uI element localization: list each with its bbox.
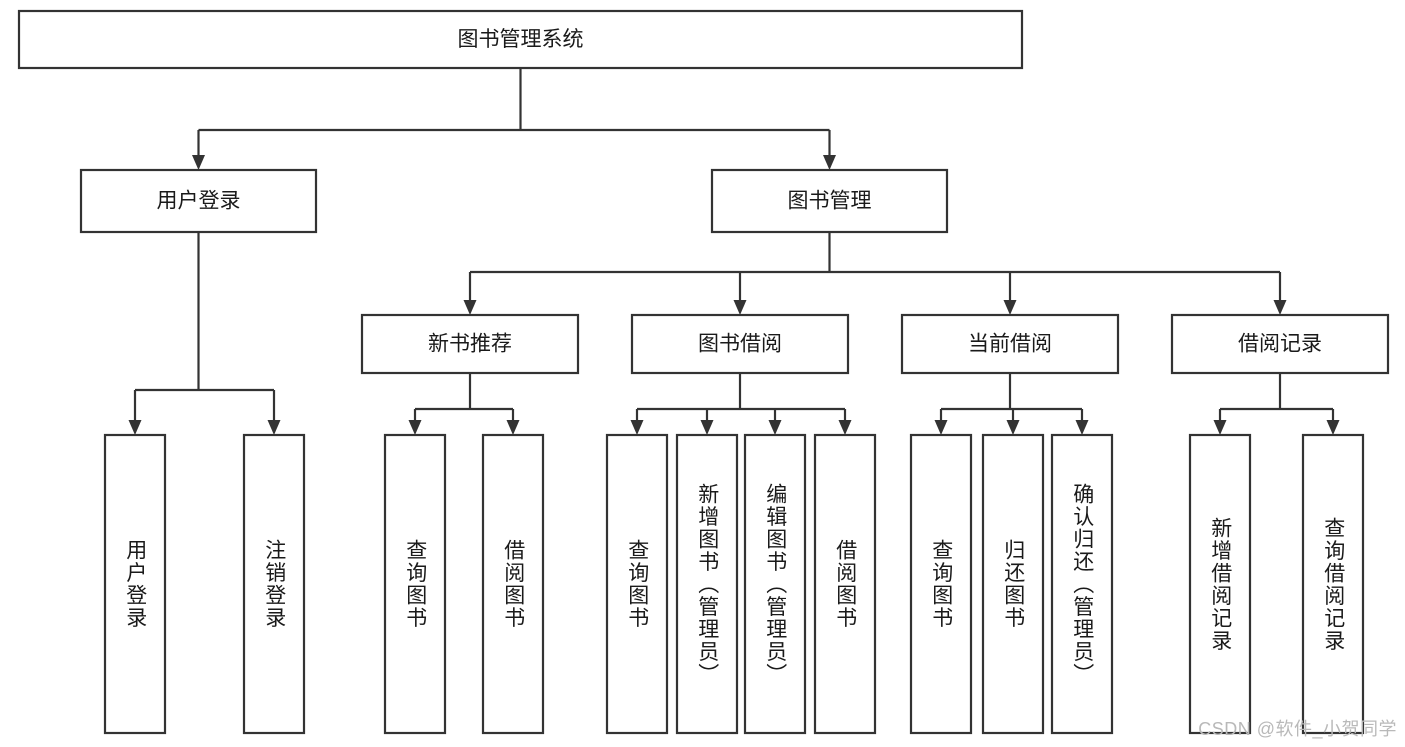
node-box-level3 bbox=[360, 313, 580, 375]
arrow-head-icon bbox=[768, 420, 782, 435]
node-box-leaf bbox=[909, 433, 973, 735]
node-box-level3 bbox=[1170, 313, 1390, 375]
node-box-leaf bbox=[1050, 433, 1114, 735]
arrow-head-icon bbox=[1003, 300, 1017, 315]
arrow-head-icon bbox=[506, 420, 520, 435]
node-box-leaf bbox=[981, 433, 1045, 735]
arrow-head-icon bbox=[823, 155, 836, 170]
node-label-level3: 借阅记录 bbox=[1238, 333, 1322, 356]
node-label-root: 图书管理系统 bbox=[458, 28, 584, 51]
node-label-level2: 图书管理 bbox=[788, 190, 872, 213]
arrow-head-icon bbox=[267, 420, 281, 435]
arrow-head-icon bbox=[1326, 420, 1340, 435]
arrow-head-icon bbox=[1213, 420, 1227, 435]
node-box-root bbox=[17, 9, 1024, 70]
arrow-head-icon bbox=[192, 155, 205, 170]
arrow-head-icon bbox=[1273, 300, 1287, 315]
arrow-head-icon bbox=[700, 420, 714, 435]
node-box-leaf bbox=[481, 433, 545, 735]
node-box-leaf bbox=[605, 433, 669, 735]
arrow-head-icon bbox=[128, 420, 142, 435]
node-box-leaf bbox=[675, 433, 739, 735]
arrow-head-icon bbox=[934, 420, 948, 435]
connector-group bbox=[128, 68, 1340, 435]
node-box-leaf bbox=[383, 433, 447, 735]
node-box-group bbox=[17, 9, 1390, 735]
node-label-level3: 图书借阅 bbox=[698, 333, 782, 356]
node-box-leaf bbox=[103, 433, 167, 735]
node-label-level2: 用户登录 bbox=[157, 190, 241, 213]
arrow-head-icon bbox=[408, 420, 422, 435]
node-box-level3 bbox=[900, 313, 1120, 375]
node-label-level3: 新书推荐 bbox=[428, 333, 512, 356]
arrow-head-icon bbox=[630, 420, 644, 435]
node-box-level3 bbox=[630, 313, 850, 375]
arrow-head-icon bbox=[733, 300, 747, 315]
node-box-leaf bbox=[1188, 433, 1252, 735]
node-box-leaf bbox=[1301, 433, 1365, 735]
node-box-level2 bbox=[710, 168, 949, 234]
arrow-head-icon bbox=[1075, 420, 1089, 435]
node-box-leaf bbox=[242, 433, 306, 735]
node-box-leaf bbox=[813, 433, 877, 735]
node-box-level2 bbox=[79, 168, 318, 234]
arrow-head-icon bbox=[838, 420, 852, 435]
node-label-level3: 当前借阅 bbox=[968, 333, 1052, 356]
node-box-leaf bbox=[743, 433, 807, 735]
arrow-head-icon bbox=[1006, 420, 1020, 435]
arrow-head-icon bbox=[463, 300, 477, 315]
